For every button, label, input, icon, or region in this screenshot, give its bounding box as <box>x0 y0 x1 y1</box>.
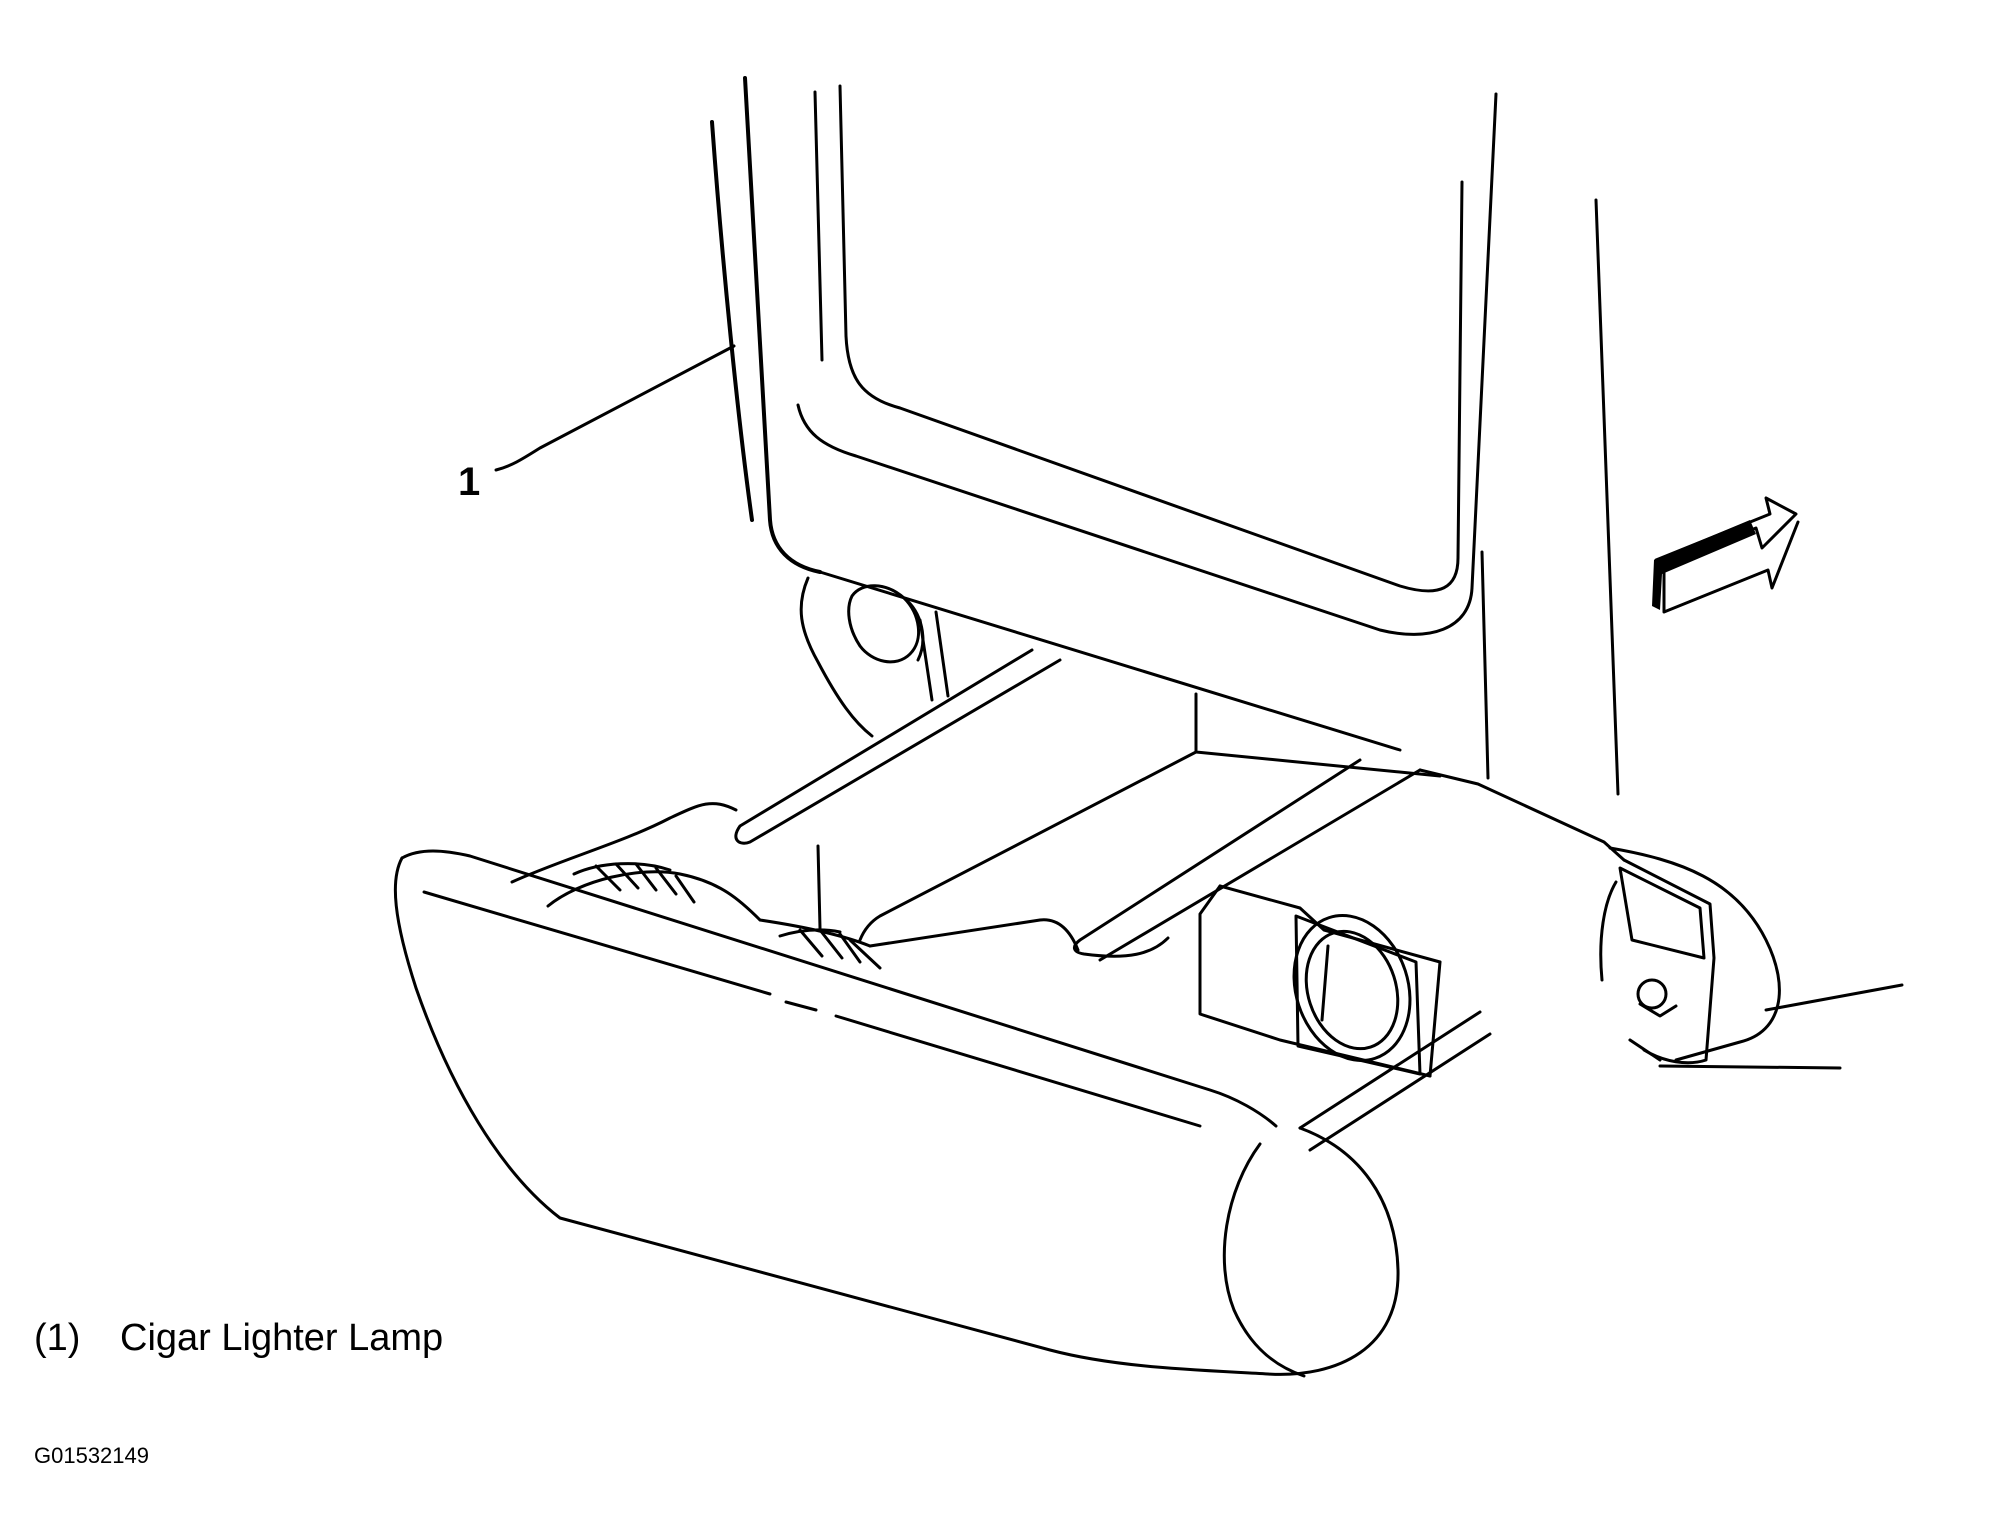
direction-arrow-icon <box>1652 496 1800 614</box>
ribbed-rollers <box>546 844 1080 970</box>
receptacle-body <box>734 648 1904 1078</box>
tray-lid <box>393 802 1492 1378</box>
callout-leader-1 <box>494 344 736 472</box>
legend-item-label: Cigar Lighter Lamp <box>120 1317 444 1359</box>
lighter-socket <box>1292 914 1422 1076</box>
figure-id: G01532149 <box>34 1443 149 1468</box>
console-side-panel <box>710 76 1620 796</box>
callout-number-1: 1 <box>458 460 481 504</box>
mounting-bracket <box>1618 866 1706 1062</box>
cigar-lighter-lamp <box>799 576 950 738</box>
legend-item: (1) Cigar Lighter Lamp <box>34 1316 443 1360</box>
legend-item-number: (1) <box>34 1317 81 1359</box>
